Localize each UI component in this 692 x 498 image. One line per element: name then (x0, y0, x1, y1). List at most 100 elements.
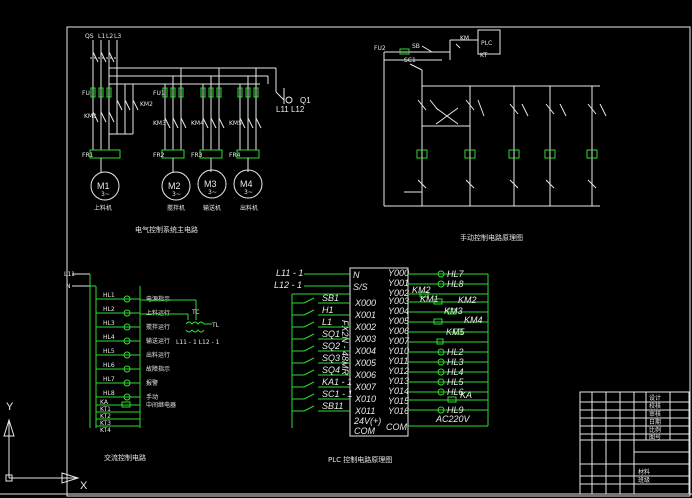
motor-column-3: KM4 FR3 (191, 68, 225, 172)
title-plc: PLC 控制电路原理图 (328, 455, 392, 464)
title-ac-control: 交流控制电路 (104, 453, 146, 462)
rail-label: L2 (106, 33, 113, 40)
svg-text:KT3: KT3 (100, 420, 111, 427)
label: KM (460, 35, 469, 42)
plc-power: 24V(+) (353, 416, 381, 426)
svg-text:Y007: Y007 (388, 336, 410, 346)
svg-text:HL3: HL3 (103, 320, 115, 327)
svg-text:手动: 手动 (146, 393, 158, 401)
tc-label: TC (191, 309, 200, 316)
svg-text:X011: X011 (354, 406, 375, 416)
svg-text:设计: 设计 (649, 394, 661, 402)
title-main-circuit: 电气控制系统主电路 (135, 225, 198, 234)
svg-text:Y015: Y015 (388, 396, 410, 406)
svg-text:X000: X000 (354, 298, 376, 308)
ac220-label: AC220V (435, 414, 471, 424)
plc-outputs (408, 270, 489, 427)
svg-text:SB11: SB11 (322, 401, 343, 411)
svg-text:3~: 3~ (244, 189, 253, 196)
svg-text:比例: 比例 (649, 426, 661, 434)
svg-text:KA: KA (100, 399, 109, 406)
svg-text:KM3: KM3 (444, 306, 463, 316)
tl-label: TL (211, 322, 220, 329)
fuse-label: FU1 (153, 90, 165, 97)
svg-text:HL7: HL7 (103, 376, 115, 383)
main-power-circuit: QS L1 L2 L3 FU KM1 KM2 FR1 (82, 33, 311, 234)
svg-text:输送运行: 输送运行 (146, 337, 170, 345)
svg-text:Y016: Y016 (388, 406, 409, 416)
svg-text:报警: 报警 (146, 379, 158, 387)
svg-text:HL6: HL6 (103, 362, 115, 369)
label: FU2 (374, 45, 386, 52)
svg-text:Y003: Y003 (388, 296, 409, 306)
svg-text:SB1: SB1 (322, 293, 339, 303)
svg-text:上料运行: 上料运行 (146, 309, 170, 317)
motor-m3: M3 3~ (197, 169, 227, 199)
svg-text:H1: H1 (322, 305, 334, 315)
motor-caption: 上料机 (94, 204, 112, 212)
svg-text:KA: KA (460, 390, 472, 400)
svg-text:HL4: HL4 (447, 367, 464, 377)
ac-rows (96, 295, 140, 427)
svg-text:M3: M3 (204, 179, 217, 189)
svg-text:X003: X003 (354, 334, 376, 344)
fr-label: FR3 (191, 152, 203, 159)
svg-text:KT1: KT1 (100, 406, 111, 413)
plc-com-right: COM (386, 422, 408, 432)
plc-com: COM (354, 426, 376, 436)
plc-inputs (292, 297, 350, 412)
svg-text:SQ2: SQ2 (322, 341, 340, 351)
svg-text:X007: X007 (354, 382, 377, 392)
svg-text:X006: X006 (354, 370, 376, 380)
svg-text:HL9: HL9 (447, 405, 464, 415)
svg-text:X001: X001 (354, 310, 376, 320)
fr-label: FR4 (229, 152, 241, 159)
svg-text:图号: 图号 (649, 434, 661, 441)
motor-column-2: FU1 KM3 FR2 (153, 68, 187, 172)
svg-text:中间继电器: 中间继电器 (146, 401, 176, 409)
motor-m1: M1 3~ (90, 171, 120, 201)
fr-label: FR2 (153, 152, 165, 159)
ucs-x-label: X (80, 480, 88, 492)
rail-label: QS (85, 33, 94, 40)
svg-text:KM1: KM1 (420, 294, 439, 304)
svg-text:SQ4: SQ4 (322, 365, 340, 375)
svg-text:Y006: Y006 (388, 326, 409, 336)
ac-left-label: N (66, 283, 71, 290)
ucs-axis-icon: Y X (3, 401, 88, 492)
svg-text:材料: 材料 (638, 468, 650, 476)
svg-text:HL1: HL1 (103, 292, 115, 299)
motor-m2: M2 3~ (161, 171, 191, 201)
svg-text:X005: X005 (354, 358, 377, 368)
svg-text:HL2: HL2 (447, 347, 464, 357)
svg-text:电源指示: 电源指示 (146, 295, 170, 303)
motor-caption: 出料机 (240, 204, 258, 212)
svg-text:日期: 日期 (649, 418, 661, 426)
svg-text:M2: M2 (168, 181, 181, 191)
svg-text:M4: M4 (240, 179, 253, 189)
svg-text:HL2: HL2 (103, 306, 115, 313)
svg-text:班级: 班级 (638, 476, 650, 484)
motor-column-4: KM5 FR4 (229, 68, 262, 172)
svg-text:HL7: HL7 (447, 269, 465, 279)
svg-text:3~: 3~ (172, 191, 181, 198)
plc-wiring-diagram: L11 - 1 L12 - 1 FX2N - 48MR N S/S X000 X… (274, 267, 489, 464)
plc-terminal: N (353, 270, 360, 280)
km-label: KM5 (229, 120, 242, 127)
label: SC1 (404, 57, 416, 64)
svg-text:HL4: HL4 (103, 334, 115, 341)
svg-text:3~: 3~ (101, 191, 110, 198)
svg-text:SC1 - 1: SC1 - 1 (322, 389, 353, 399)
svg-text:Y001: Y001 (388, 278, 409, 288)
km-label: KM2 (140, 101, 153, 108)
svg-text:HL8: HL8 (103, 390, 115, 397)
fuse-label: FU (82, 90, 90, 97)
km-label: KM3 (153, 120, 166, 127)
drawing-border (66, 26, 691, 497)
svg-text:Y013: Y013 (388, 376, 409, 386)
svg-text:HL8: HL8 (447, 279, 464, 289)
plc-model: FX2N - 48MR (340, 320, 350, 376)
km-label: KM1 (84, 113, 97, 120)
manual-control-circuit: FU2 SB KM PLC KT SC1 (374, 29, 607, 242)
